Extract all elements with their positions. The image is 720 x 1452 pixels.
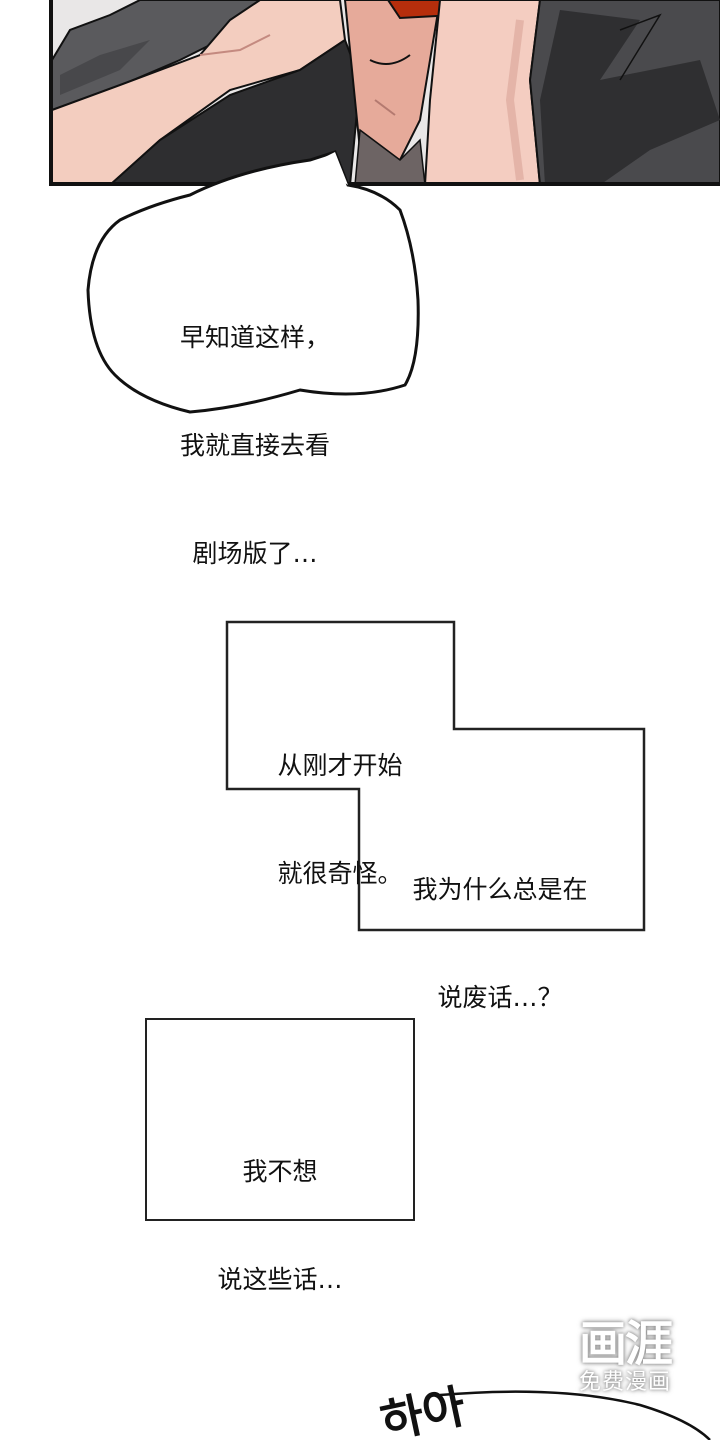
watermark-logo: 画涯: [578, 1316, 673, 1372]
watermark-subtitle: 免费漫画: [578, 1370, 671, 1395]
narration-box-3: [145, 1018, 415, 1221]
narration-1-line-2: 就很奇怪。: [277, 859, 403, 888]
narration-2: 我为什么总是在 说废话…？: [380, 800, 620, 1052]
watermark: 画涯 免费漫画: [565, 1318, 685, 1396]
speech-line-1: 早知道这样，: [179, 323, 330, 352]
narration-1: 从刚才开始 就很奇怪。: [240, 676, 440, 928]
narration-2-line-1: 我为什么总是在: [412, 875, 588, 904]
speech-bubble: 早知道这样， 我就直接去看 剧场版了…: [120, 248, 390, 608]
bottom-bubble-arc: [440, 1390, 711, 1440]
top-comic-panel: [49, 0, 720, 186]
narration-3: 我不想 说这些话…: [160, 1082, 400, 1334]
narration-1-line-1: 从刚才开始: [277, 751, 403, 780]
narration-3-line-1: 我不想: [242, 1157, 318, 1186]
speech-line-2: 我就直接去看: [179, 431, 330, 460]
speech-bubble-shape: [86, 150, 420, 414]
narration-box-stepped: [225, 620, 646, 932]
narration-3-line-2: 说这些话…: [217, 1265, 343, 1294]
narration-2-line-2: 说废话…？: [437, 983, 563, 1012]
speech-line-3: 剧场版了…: [192, 539, 318, 568]
